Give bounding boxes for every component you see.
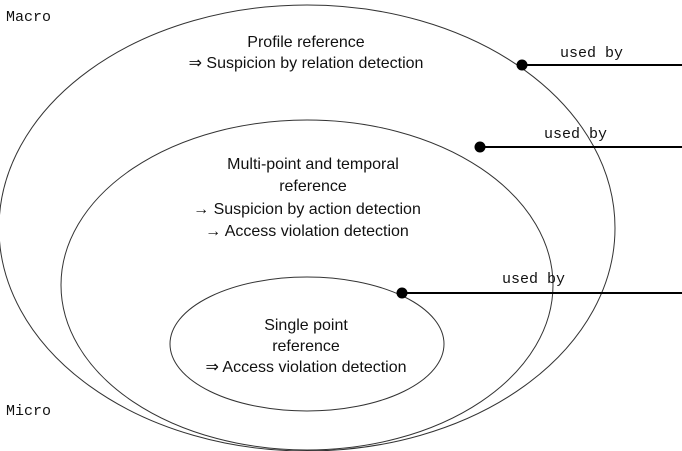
middle-title-line1: Multi-point and temporal bbox=[227, 156, 399, 173]
outer-connector-dot bbox=[516, 59, 528, 71]
inner-connector-dot bbox=[396, 287, 408, 299]
macro-label: Macro bbox=[6, 9, 51, 26]
inner-connector-label: used by bbox=[502, 271, 565, 288]
middle-connector-dot bbox=[474, 141, 486, 153]
middle-ellipse bbox=[60, 119, 554, 451]
middle-title-line2: reference bbox=[279, 178, 347, 195]
outer-title: Profile reference bbox=[247, 34, 364, 51]
middle-detail-1: → Suspicion by action detection bbox=[193, 201, 421, 218]
micro-label: Micro bbox=[6, 403, 51, 420]
outer-subtitle: ⇒ Suspicion by relation detection bbox=[189, 55, 424, 72]
middle-detail-2: → Access violation detection bbox=[205, 223, 409, 240]
outer-connector-label: used by bbox=[560, 45, 623, 62]
outer-ellipse bbox=[0, 4, 616, 451]
inner-title-line2: reference bbox=[272, 338, 340, 355]
inner-title-line1: Single point bbox=[264, 317, 348, 334]
inner-detail: ⇒ Access violation detection bbox=[205, 359, 406, 376]
inner-ellipse bbox=[169, 276, 445, 412]
middle-connector-label: used by bbox=[544, 126, 607, 143]
